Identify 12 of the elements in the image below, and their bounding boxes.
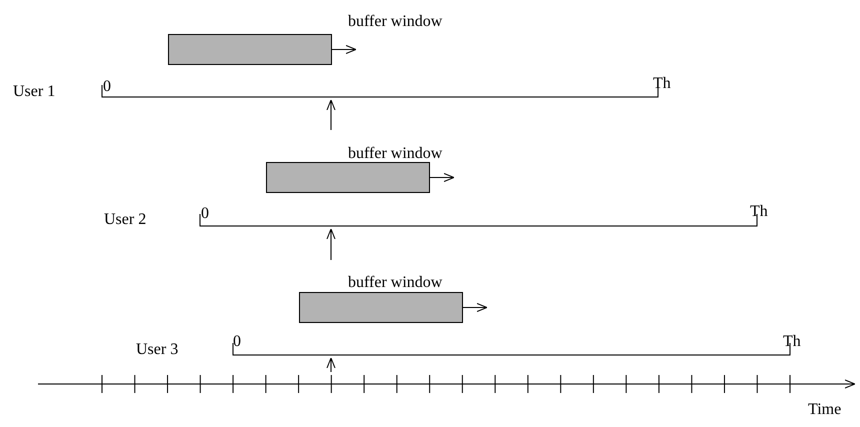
user-label: User 1 — [13, 84, 56, 100]
buffer-window-label: buffer window — [348, 146, 442, 162]
start-label: 0 — [103, 79, 111, 95]
end-label: Th — [750, 204, 768, 220]
start-label: 0 — [233, 334, 241, 350]
user-label: User 2 — [104, 212, 146, 228]
axis-label: Time — [808, 402, 842, 418]
end-label: Th — [783, 334, 801, 350]
user-label: User 3 — [136, 342, 178, 358]
buffer-window-label: buffer window — [348, 14, 442, 30]
buffer-window-label: buffer window — [348, 275, 442, 291]
start-label: 0 — [201, 206, 209, 222]
